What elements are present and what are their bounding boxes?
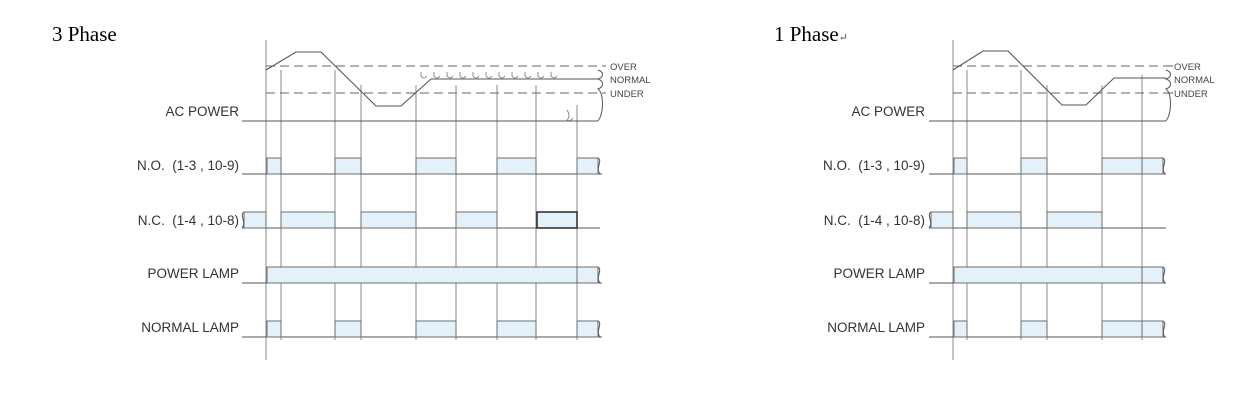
level-normal: NORMAL (610, 75, 651, 86)
label-ac-power-1p: AC POWER (851, 104, 925, 119)
normal-lamp-trace-1p (929, 320, 1166, 338)
label-ac-power: AC POWER (165, 104, 239, 119)
label-no-contact: N.O. (1-3 , 10-9) (137, 158, 239, 173)
level-normal-1p: NORMAL (1174, 75, 1215, 86)
level-under: UNDER (610, 89, 644, 100)
nc-contact-trace (241, 211, 600, 229)
normal-lamp-trace (242, 320, 602, 338)
label-power-lamp: POWER LAMP (147, 266, 239, 281)
nc-contact-trace-1p (928, 211, 1166, 229)
level-over: OVER (610, 62, 637, 73)
level-over-1p: OVER (1174, 62, 1201, 73)
power-lamp-trace-1p (929, 266, 1166, 284)
label-nc-contact-1p: N.C. (1-4 , 10-8) (824, 213, 925, 228)
label-no-contact-1p: N.O. (1-3 , 10-9) (823, 158, 925, 173)
panel-title-1-phase-text: 1 Phase (774, 22, 839, 46)
level-under-1p: UNDER (1174, 89, 1208, 100)
panel-1-phase: 1 Phase↵ AC POWER N.O. (1-3 , 10-9) N.C.… (774, 22, 1215, 360)
panel-3-phase: 3 Phase AC POWER N.O. (1-3 , 10-9) N.C. … (52, 22, 651, 360)
return-mark-icon: ↵ (839, 32, 848, 44)
ac-power-waveform-1p (929, 50, 1171, 122)
label-power-lamp-1p: POWER LAMP (833, 266, 925, 281)
ripple-marks (420, 72, 558, 79)
label-normal-lamp: NORMAL LAMP (141, 320, 239, 335)
label-nc-contact: N.C. (1-4 , 10-8) (138, 213, 239, 228)
panel-title-1-phase: 1 Phase↵ (774, 22, 848, 46)
ac-power-waveform (242, 51, 603, 122)
power-lamp-trace (242, 266, 602, 284)
label-normal-lamp-1p: NORMAL LAMP (827, 320, 925, 335)
panel-title-3-phase: 3 Phase (52, 22, 117, 46)
no-contact-trace-1p (929, 157, 1166, 175)
no-contact-trace (242, 157, 602, 175)
time-markers-1p (952, 40, 1143, 360)
